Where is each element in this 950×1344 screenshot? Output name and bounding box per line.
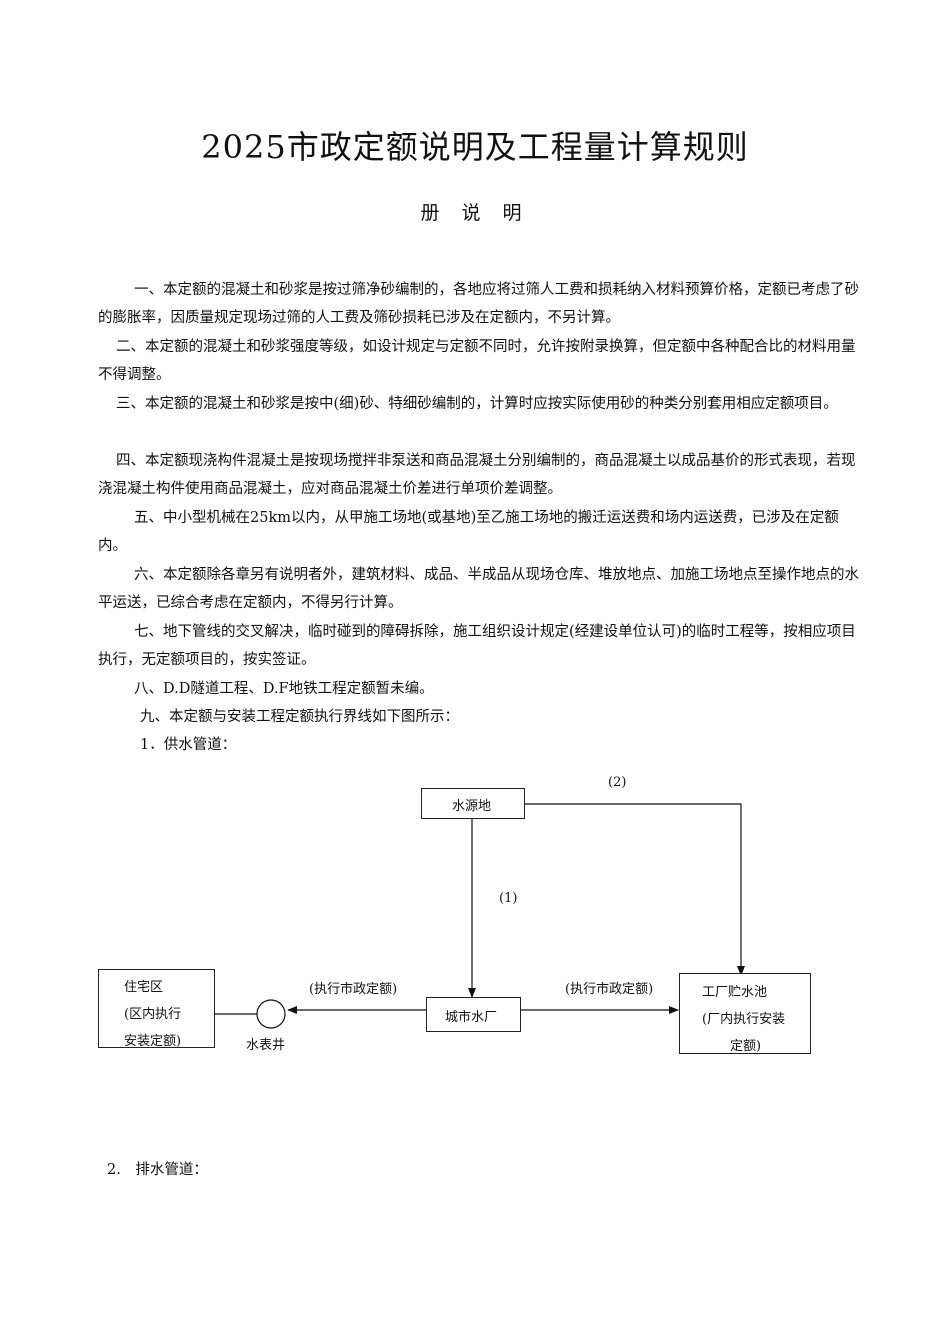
water-source-box: 水源地 bbox=[421, 788, 525, 819]
factory-label-3: 定额) bbox=[730, 1039, 762, 1054]
factory-label-1: 工厂贮水池 bbox=[702, 985, 768, 1000]
city-plant-box: 城市水厂 bbox=[426, 997, 521, 1032]
residential-label-2: (区内执行 bbox=[124, 1007, 182, 1022]
paragraph-9: 九、本定额与安装工程定额执行界线如下图所示： bbox=[140, 709, 459, 725]
residential-label-3: 安装定额) bbox=[124, 1034, 182, 1048]
city-plant-label: 城市水厂 bbox=[445, 1010, 498, 1025]
water-supply-diagram: 水源地 城市水厂 住宅区 (区内执行 安装定额) 工厂贮水池 (厂内执行安装 定… bbox=[0, 760, 950, 1080]
paragraph-4: 四、本定额现浇构件混凝土是按现场搅拌非泵送和商品混凝土分别编制的，商品混凝土以成… bbox=[98, 453, 856, 497]
meter-well-label: 水表井 bbox=[246, 1038, 286, 1053]
exec-municipal-left: (执行市政定额) bbox=[309, 982, 398, 997]
paragraph-2: 二、本定额的混凝土和砂浆强度等级，如设计规定与定额不同时，允许按附录换算，但定额… bbox=[98, 339, 856, 383]
paragraph-6: 六、本定额除各章另有说明者外，建筑材料、成品、半成品从现场仓库、堆放地点、加施工… bbox=[98, 567, 859, 611]
water-source-label: 水源地 bbox=[452, 799, 492, 814]
exec-municipal-right: (执行市政定额) bbox=[565, 982, 654, 997]
meter-well-symbol bbox=[256, 999, 286, 1029]
paragraph-5: 五、中小型机械在25km以内，从甲施工场地(或基地)至乙施工场地的搬迁运送费和场… bbox=[98, 510, 839, 554]
path-label-1: (1) bbox=[499, 891, 518, 906]
paragraph-7: 七、地下管线的交叉解决，临时碰到的障碍拆除，施工组织设计规定(经建设单位认可)的… bbox=[98, 624, 856, 668]
residential-box: 住宅区 (区内执行 安装定额) bbox=[98, 969, 215, 1048]
paragraph-8: 八、D.D隧道工程、D.F地铁工程定额暂未编。 bbox=[134, 681, 434, 697]
path-label-2: (2) bbox=[608, 775, 627, 790]
section-subtitle: 册 说 明 bbox=[420, 202, 530, 224]
section-drainage-heading: 2. 排水管道： bbox=[107, 1162, 208, 1178]
residential-label-1: 住宅区 bbox=[124, 980, 164, 995]
factory-label-2: (厂内执行安装 bbox=[702, 1012, 786, 1027]
paragraph-10: 1．供水管道： bbox=[140, 737, 237, 753]
document-title: 2025市政定额说明及工程量计算规则 bbox=[201, 128, 749, 166]
factory-tank-box: 工厂贮水池 (厂内执行安装 定额) bbox=[679, 973, 811, 1054]
arrow-source-to-factory bbox=[524, 803, 745, 976]
diagram-connectors bbox=[215, 803, 745, 1029]
paragraph-3: 三、本定额的混凝土和砂浆是按中(细)砂、特细砂编制的，计算时应按实际使用砂的种类… bbox=[116, 396, 838, 412]
paragraph-1: 一、本定额的混凝土和砂浆是按过筛净砂编制的，各地应将过筛人工费和损耗纳入材料预算… bbox=[98, 282, 859, 326]
